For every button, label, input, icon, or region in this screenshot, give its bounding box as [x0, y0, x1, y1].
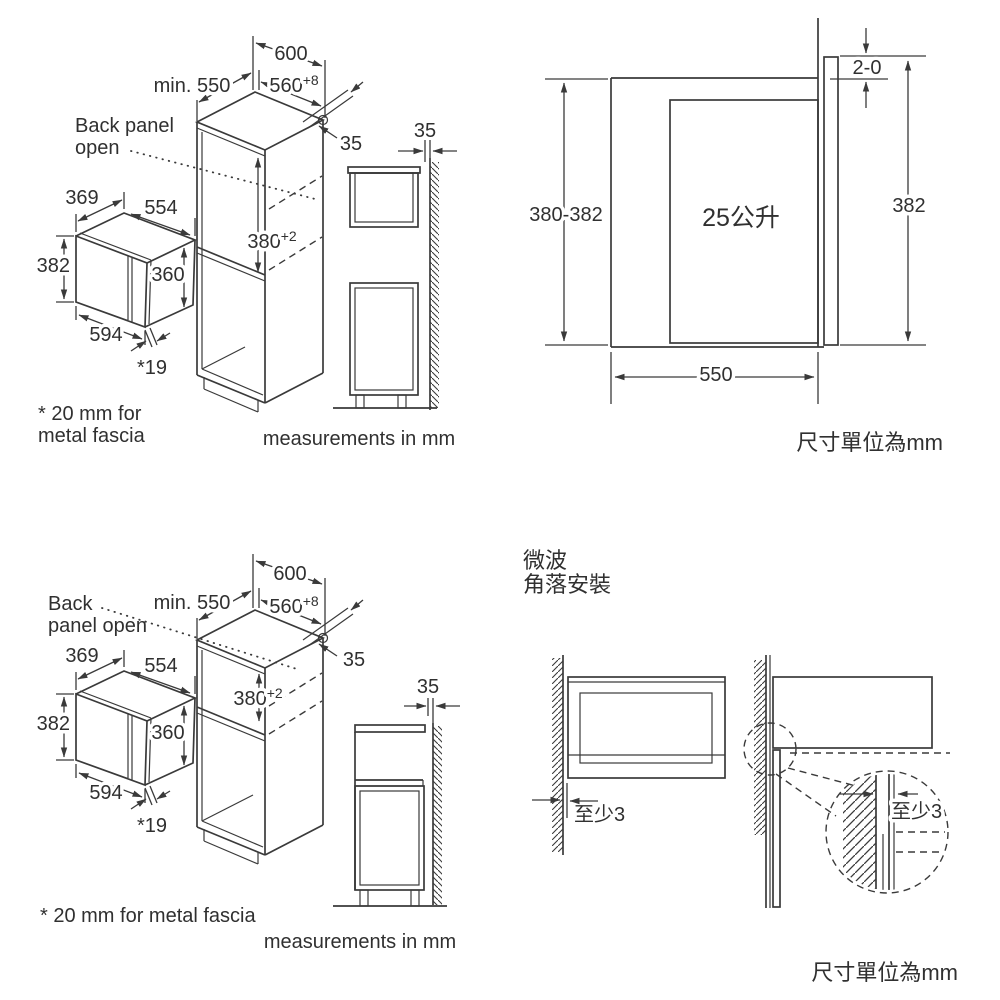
niche-height-range-label: 380-382 — [529, 204, 602, 226]
niche-width-value: 560 — [269, 596, 302, 618]
niche-height-tolerance: +2 — [281, 228, 297, 244]
niche-height-label: 380+2 — [247, 228, 297, 253]
back-panel-leader-line — [101, 607, 301, 671]
mw-height-label: 382 — [37, 255, 70, 277]
cabinet-width-label: 600 — [274, 43, 307, 65]
tall-cabinet-isometric-drawing: 35 600 min. 550 560+8 380+2 — [130, 36, 364, 413]
cabinet-outline — [772, 676, 933, 749]
corner-install-title-line2: 角落安裝 — [523, 572, 611, 597]
back-panel-note-line2: open — [75, 137, 120, 159]
wall-gap-label: 35 — [417, 676, 439, 698]
units-note-cjk: 尺寸單位為mm — [811, 960, 958, 985]
back-panel-note-line1: Back panel — [75, 115, 174, 137]
base-cabinet-isometric-drawing: 35 600 min. 550 560+8 380+2 — [101, 554, 365, 865]
base-cabinet-side-view: 35 — [333, 676, 460, 907]
front-fascia-outline — [823, 56, 839, 346]
units-note-cjk: 尺寸單位為mm — [796, 430, 943, 455]
min-side-gap-detail-label: 至少3 — [891, 800, 942, 823]
units-note: measurements in mm — [263, 428, 455, 450]
tall-cabinet-side-view: 35 — [333, 120, 457, 410]
detail-source-circle — [743, 722, 797, 776]
rear-gap-label: 35 — [340, 133, 362, 155]
detail-zoom-circle — [825, 770, 949, 894]
wall-hatching — [430, 162, 439, 408]
niche-width-label: 560+8 — [269, 72, 319, 97]
back-panel-note-line2: panel open — [48, 615, 147, 637]
appliance-body-outline — [669, 99, 819, 344]
back-panel-note-line1: Back — [48, 593, 93, 615]
mw-body-height-label: 360 — [151, 264, 184, 286]
fascia-footnote-line1: * 20 mm for — [38, 403, 142, 425]
fascia-footnote: * 20 mm for metal fascia — [40, 905, 257, 927]
niche-width-value: 560 — [269, 75, 302, 97]
microwave-isometric-drawing — [37, 645, 195, 837]
corner-install-title-line1: 微波 — [523, 548, 567, 573]
wall-hatching — [433, 726, 442, 905]
fascia-footnote-line2: metal fascia — [38, 425, 146, 447]
microwave-front-outline — [567, 676, 726, 779]
wall-hatching — [552, 658, 563, 852]
corner-side-view-drawing: 至少3 — [743, 655, 950, 908]
niche-height-tolerance: +2 — [267, 685, 283, 701]
capacity-label: 25公升 — [702, 204, 780, 232]
cabinet-depth-label: min. 550 — [154, 75, 231, 97]
microwave-isometric-drawing: 369 554 382 360 594 *19 — [33, 184, 198, 383]
mw-door-width-label: 594 — [89, 324, 122, 346]
appliance-height-label: 382 — [892, 195, 925, 217]
niche-width-label: 560+8 — [269, 593, 319, 618]
niche-width-tolerance: +8 — [303, 593, 319, 609]
corner-front-view-drawing: 至少3 — [532, 655, 726, 855]
niche-height-value: 380 — [247, 231, 280, 253]
cabinet-depth-label: min. 550 — [154, 592, 231, 614]
cabinet-width-label: 600 — [273, 563, 306, 585]
min-side-gap-label: 至少3 — [574, 803, 625, 826]
niche-cross-section-drawing — [610, 18, 839, 348]
back-panel-leader-line — [130, 150, 316, 200]
niche-width-tolerance: +8 — [303, 72, 319, 88]
niche-depth-label: 550 — [699, 364, 732, 386]
mw-width-label: 554 — [144, 197, 177, 219]
fascia-panel — [772, 749, 781, 908]
top-gap-label: 2-0 — [853, 57, 882, 79]
wall-hatching — [754, 660, 766, 835]
wall-gap-label: 35 — [414, 120, 436, 142]
top-right-niche-section-view: 380-382 2-0 382 550 25公升 尺寸單位為mm — [526, 18, 943, 455]
niche-height-label: 380+2 — [233, 685, 283, 710]
bottom-left-installation-view: 35 600 min. 550 560+8 380+2 — [37, 554, 460, 953]
bottom-right-corner-installation: 微波 角落安裝 至少3 — [523, 548, 958, 985]
wall-hatching-detail — [843, 774, 876, 890]
mw-fascia-label: *19 — [137, 357, 167, 379]
top-left-installation-view: 369 554 382 360 594 *19 — [33, 36, 457, 450]
mw-depth-label: 369 — [65, 187, 98, 209]
rear-gap-label: 35 — [343, 649, 365, 671]
niche-height-value: 380 — [233, 688, 266, 710]
detail-zoom-content — [843, 774, 945, 890]
units-note: measurements in mm — [264, 931, 456, 953]
